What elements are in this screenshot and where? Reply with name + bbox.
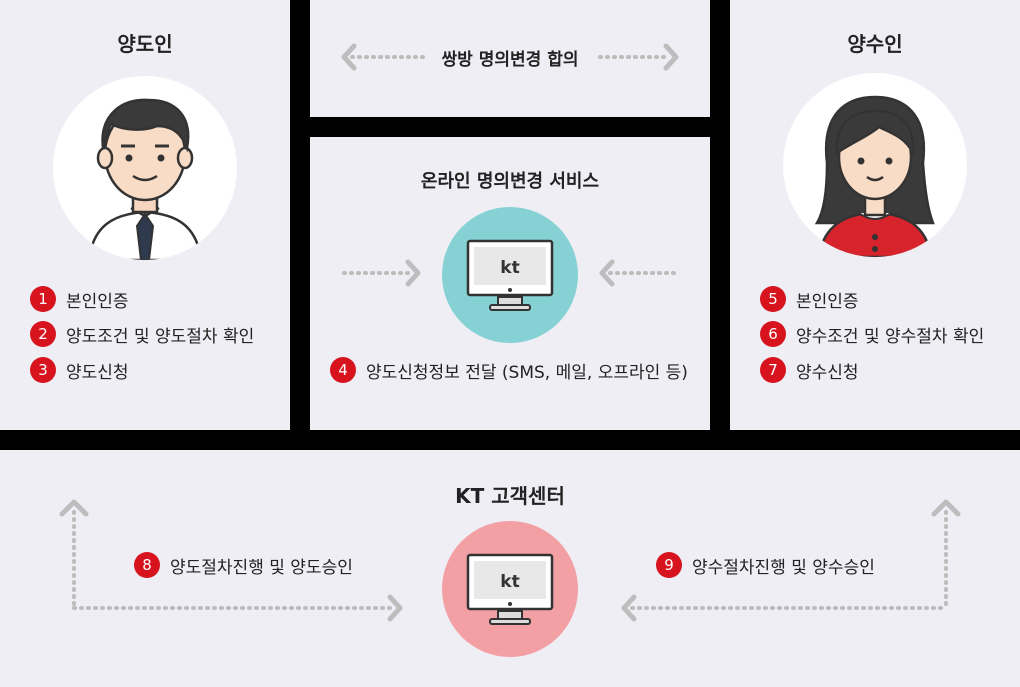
kt-logo: kt <box>500 572 519 592</box>
step-label: 본인인증 <box>66 291 129 312</box>
female-avatar-icon <box>783 73 967 257</box>
agreement-panel: 쌍방 명의변경 합의 <box>310 0 710 117</box>
step-label: 양도절차진행 및 양도승인 <box>170 557 353 578</box>
step-number-badge: 4 <box>330 357 356 383</box>
agreement-label: 쌍방 명의변경 합의 <box>441 50 579 70</box>
step-label: 양도조건 및 양도절차 확인 <box>66 326 255 347</box>
customer-center-panel: KT 고객센터 kt 8 양도절차진행 및 양도승인 9 양수절차진행 및 양수… <box>0 450 1020 687</box>
step-number-badge: 7 <box>760 357 786 383</box>
step-6: 6 양수조건 및 양수절차 확인 <box>760 321 984 347</box>
step-number-badge: 8 <box>134 552 160 578</box>
customer-center-title: KT 고객센터 <box>455 484 565 508</box>
step-number-badge: 3 <box>30 357 56 383</box>
kt-logo: kt <box>500 258 519 278</box>
inbound-arrows <box>342 259 680 287</box>
step-label: 양수조건 및 양수절차 확인 <box>796 326 985 347</box>
step-1: 1 본인인증 <box>30 286 129 312</box>
male-avatar-icon <box>53 76 237 260</box>
online-service-panel: 온라인 명의변경 서비스 kt <box>310 137 710 430</box>
step-label: 양도신청 <box>66 362 129 383</box>
step-label: 본인인증 <box>796 291 859 312</box>
step-number-badge: 9 <box>656 552 682 578</box>
center-monitor-icon: kt <box>442 521 578 657</box>
online-monitor-icon: kt <box>442 207 578 343</box>
step-7: 7 양수신청 <box>760 357 859 383</box>
transferor-title: 양도인 <box>117 32 173 56</box>
transferee-title: 양수인 <box>847 32 903 56</box>
step-4: 4 양도신청정보 전달 (SMS, 메일, 오프라인 등) <box>330 357 688 383</box>
step-9: 9 양수절차진행 및 양수승인 <box>656 552 875 578</box>
step-label: 양수신청 <box>796 362 859 383</box>
step-2: 2 양도조건 및 양도절차 확인 <box>30 321 254 347</box>
step-3: 3 양도신청 <box>30 357 129 383</box>
step-number-badge: 5 <box>760 286 786 312</box>
step-label: 양도신청정보 전달 (SMS, 메일, 오프라인 등) <box>366 362 688 383</box>
double-arrow-icon <box>341 43 679 71</box>
step-label: 양수절차진행 및 양수승인 <box>692 557 875 578</box>
online-service-title: 온라인 명의변경 서비스 <box>420 171 600 192</box>
step-number-badge: 1 <box>30 286 56 312</box>
transferee-panel: 양수인 <box>730 0 1020 430</box>
step-number-badge: 6 <box>760 321 786 347</box>
step-8: 8 양도절차진행 및 양도승인 <box>134 552 353 578</box>
step-5: 5 본인인증 <box>760 286 859 312</box>
step-number-badge: 2 <box>30 321 56 347</box>
return-arrows <box>59 499 961 622</box>
